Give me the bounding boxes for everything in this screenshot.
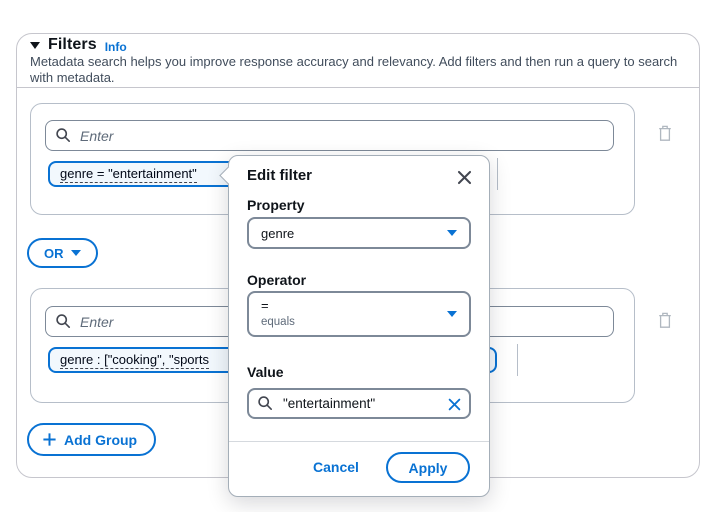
filter-token-1-label: genre = "entertainment" bbox=[60, 165, 197, 183]
remove-group-2-button[interactable] bbox=[653, 308, 677, 332]
clear-icon bbox=[448, 398, 460, 410]
popover-title: Edit filter bbox=[247, 167, 313, 184]
token-separator bbox=[517, 344, 518, 376]
operator-select[interactable]: = equals bbox=[247, 291, 471, 337]
group-join-operator-button[interactable]: OR bbox=[27, 238, 98, 268]
page-title: Filters bbox=[48, 36, 97, 53]
edit-filter-popover: Edit filter Property genre Operator = eq… bbox=[219, 155, 490, 497]
chevron-down-icon bbox=[70, 250, 81, 256]
section-description: Metadata search helps you improve respon… bbox=[30, 54, 678, 85]
property-select[interactable]: genre bbox=[247, 217, 471, 249]
cancel-button[interactable]: Cancel bbox=[313, 459, 359, 475]
chevron-down-icon bbox=[447, 230, 457, 236]
token-separator bbox=[497, 158, 498, 190]
add-group-label: Add Group bbox=[64, 431, 138, 448]
add-group-button[interactable]: Add Group bbox=[27, 423, 157, 456]
filter-search-input-1[interactable] bbox=[45, 120, 614, 151]
value-field bbox=[247, 388, 471, 419]
operator-symbol: = bbox=[261, 298, 269, 313]
operator-select-value: = equals bbox=[261, 298, 447, 330]
footer-divider bbox=[229, 441, 489, 442]
filters-header: Filters Info bbox=[30, 36, 127, 54]
info-link[interactable]: Info bbox=[104, 40, 127, 54]
apply-label: Apply bbox=[408, 459, 448, 476]
remove-group-1-button[interactable] bbox=[653, 121, 677, 145]
apply-button[interactable]: Apply bbox=[386, 452, 470, 483]
filter-token-2-label: genre : ["cooking", "sports bbox=[60, 351, 209, 369]
property-select-value: genre bbox=[261, 225, 295, 241]
operator-description: equals bbox=[261, 316, 295, 328]
filter-search-field-1 bbox=[45, 120, 614, 151]
or-label: OR bbox=[44, 245, 64, 261]
operator-label: Operator bbox=[247, 272, 307, 288]
value-label: Value bbox=[247, 364, 284, 380]
trash-icon bbox=[659, 312, 671, 328]
value-input[interactable] bbox=[247, 388, 471, 419]
chevron-down-icon bbox=[447, 311, 457, 317]
header-divider bbox=[17, 87, 699, 88]
clear-value-button[interactable] bbox=[443, 393, 465, 415]
plus-icon bbox=[43, 433, 56, 446]
close-button[interactable] bbox=[453, 166, 475, 188]
property-label: Property bbox=[247, 197, 305, 213]
close-icon bbox=[457, 170, 471, 184]
trash-icon bbox=[659, 125, 671, 141]
expand-caret-icon[interactable] bbox=[30, 41, 40, 49]
